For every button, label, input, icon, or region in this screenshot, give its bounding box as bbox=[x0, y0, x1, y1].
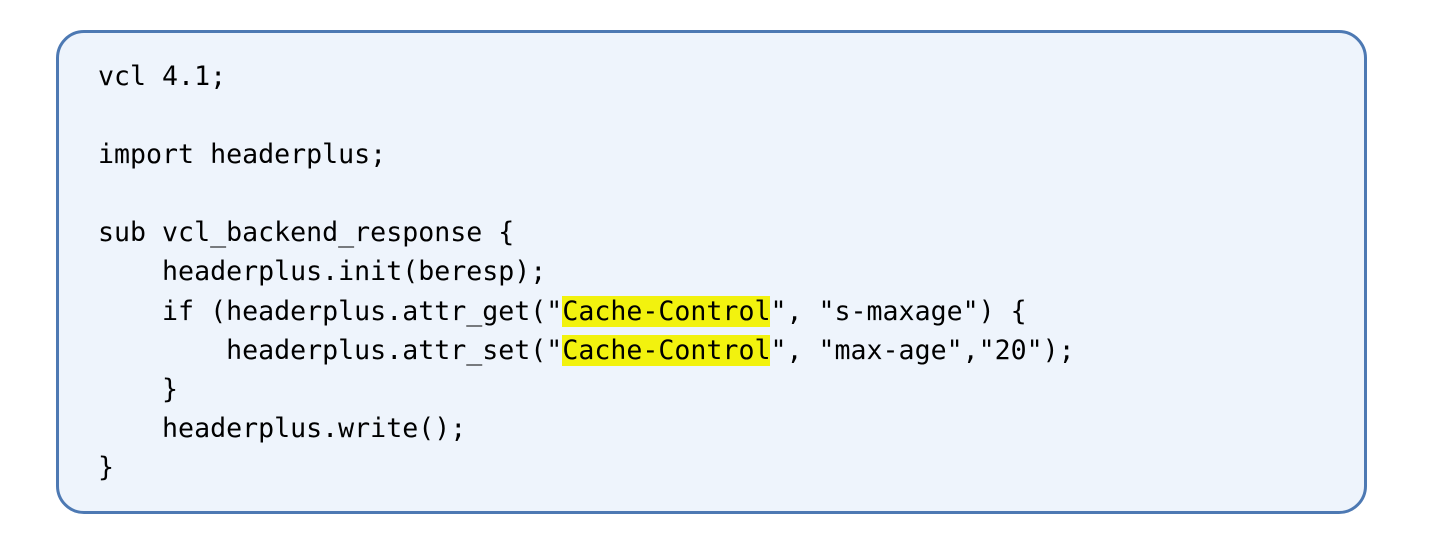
code-line-init: headerplus.init(beresp); bbox=[98, 252, 1075, 291]
highlighted-cache-control: Cache-Control bbox=[562, 334, 771, 366]
code-lines: vcl 4.1; import headerplus; sub vcl_back… bbox=[98, 57, 1075, 487]
code-text: import headerplus; bbox=[98, 139, 387, 171]
code-line-vcl-version: vcl 4.1; bbox=[98, 57, 1075, 96]
code-text: headerplus.attr_set(" bbox=[98, 334, 563, 366]
code-text: headerplus.write(); bbox=[98, 412, 467, 444]
code-text: ", "s-maxage") { bbox=[770, 295, 1027, 327]
code-line-sub-declaration: sub vcl_backend_response { bbox=[98, 213, 1075, 252]
code-line-write: headerplus.write(); bbox=[98, 409, 1075, 448]
code-line-import: import headerplus; bbox=[98, 135, 1075, 174]
code-text: } bbox=[98, 451, 115, 483]
code-line-blank bbox=[98, 96, 1075, 135]
code-line-sub-close: } bbox=[98, 448, 1075, 487]
code-text: vcl 4.1; bbox=[98, 61, 227, 92]
code-text: } bbox=[98, 373, 179, 405]
code-text: sub vcl_backend_response { bbox=[98, 217, 515, 249]
code-line-blank bbox=[98, 174, 1075, 213]
highlighted-cache-control: Cache-Control bbox=[562, 295, 771, 327]
code-line-if-attr-get: if (headerplus.attr_get("Cache-Control",… bbox=[98, 292, 1075, 331]
code-text: if (headerplus.attr_get(" bbox=[98, 295, 563, 327]
code-line-attr-set: headerplus.attr_set("Cache-Control", "ma… bbox=[98, 331, 1075, 370]
code-text: headerplus.init(beresp); bbox=[98, 256, 547, 288]
code-line-if-close: } bbox=[98, 370, 1075, 409]
code-text: ", "max-age","20"); bbox=[770, 334, 1075, 366]
code-block bbox=[56, 30, 1367, 514]
